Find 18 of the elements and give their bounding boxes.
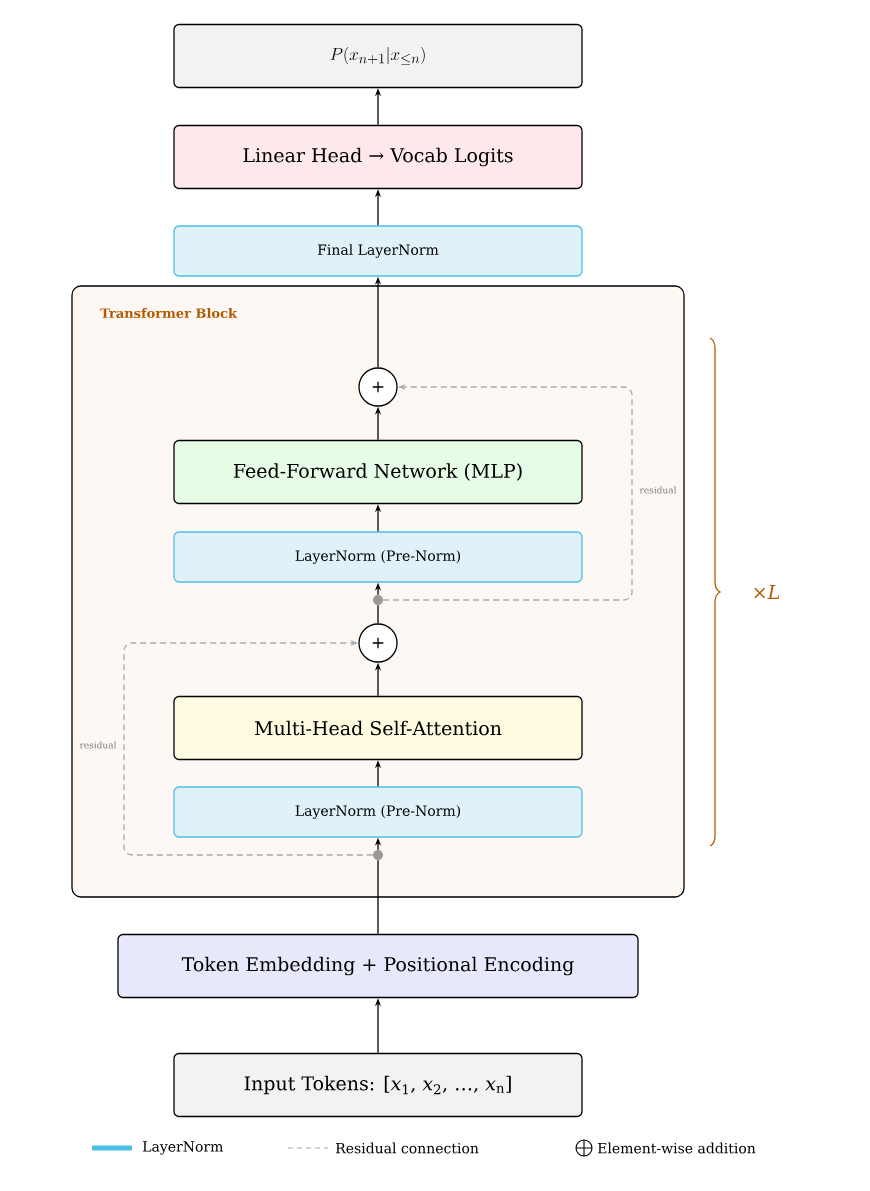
connector-line xyxy=(377,859,379,935)
process-box: Feed-Forward Network (MLP) xyxy=(173,439,583,505)
process-box: Token Embedding + Positional Encoding xyxy=(117,933,639,999)
process-box: Multi-Head Self-Attention xyxy=(173,695,583,761)
layernorm-box: LayerNorm (Pre-Norm) xyxy=(173,531,583,583)
edge-label: residual xyxy=(638,485,678,495)
layernorm-box: LayerNorm (Pre-Norm) xyxy=(173,786,583,838)
output-box: $P(x_{n+1} | x_{\leq n})$ xyxy=(173,23,583,89)
layernorm-box: Final LayerNorm xyxy=(173,225,583,277)
connector-line xyxy=(377,604,379,624)
edge-label: residual xyxy=(78,740,118,750)
input-box: Input Tokens: [x$_{1}$, x$_{2}$, …, x$_{n}$] xyxy=(173,1052,583,1118)
legend-label: Element-wise addition xyxy=(598,1142,756,1154)
dashed-arrow xyxy=(123,639,374,856)
process-box: Linear Head → Vocab Logits xyxy=(173,124,583,190)
repeat-label: ×L xyxy=(754,585,780,599)
legend-label: LayerNorm xyxy=(142,1141,223,1155)
legend-label: Residual connection xyxy=(335,1142,479,1154)
